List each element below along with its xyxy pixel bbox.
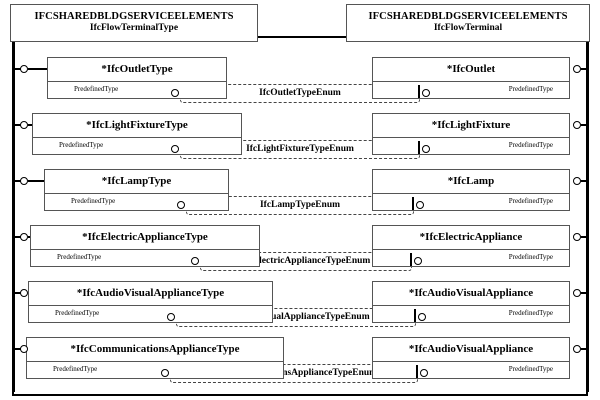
connector-stub-left	[14, 292, 21, 294]
occurrence-class-attribute: PredefinedType	[372, 82, 570, 99]
enum-endpoint-right	[422, 145, 430, 153]
type-class-name: *IfcCommunicationsApplianceType	[26, 337, 284, 362]
occurrence-class-name: *IfcAudioVisualAppliance	[372, 281, 570, 306]
connector-stub-left-inner	[28, 68, 47, 70]
connector-stub-left	[14, 124, 21, 126]
association-circle-right	[573, 177, 581, 185]
association-circle-right	[573, 121, 581, 129]
occurrence-class-attribute: PredefinedType	[372, 250, 570, 267]
association-circle-left	[20, 65, 28, 73]
occurrence-class-name: *IfcAudioVisualAppliance	[372, 337, 570, 362]
enum-bracket-tick	[416, 365, 418, 378]
enum-bracket-tick	[418, 85, 420, 98]
connector-stub-right	[581, 292, 587, 294]
occurrence-class-attribute: PredefinedType	[372, 306, 570, 323]
enum-endpoint-right	[422, 89, 430, 97]
enum-endpoint-left	[167, 313, 175, 321]
enum-endpoint-right	[414, 257, 422, 265]
enum-bracket-tick	[410, 253, 412, 266]
enum-endpoint-left	[161, 369, 169, 377]
schema-box-left: IFCSHAREDBLDGSERVICEELEMENTS IfcFlowTerm…	[10, 4, 258, 42]
type-class-attribute: PredefinedType	[28, 306, 273, 323]
association-circle-right	[573, 65, 581, 73]
connector-stub-left	[14, 180, 21, 182]
occurrence-class-name: *IfcLamp	[372, 169, 570, 194]
occurrence-class-name: *IfcLightFixture	[372, 113, 570, 138]
enum-endpoint-left	[171, 89, 179, 97]
type-class-attribute: PredefinedType	[26, 362, 284, 379]
schema-right-entity: IfcFlowTerminal	[433, 23, 503, 34]
connector-stub-right	[581, 180, 587, 182]
type-class-name: *IfcOutletType	[47, 57, 227, 82]
connector-stub-right	[581, 68, 587, 70]
association-circle-left	[20, 177, 28, 185]
enum-endpoint-right	[418, 313, 426, 321]
enum-endpoint-right	[416, 201, 424, 209]
association-circle-left	[20, 121, 28, 129]
trunk-line-left	[13, 40, 15, 392]
trunk-line-right	[587, 40, 589, 392]
connector-stub-left-inner	[28, 236, 30, 238]
enum-bracket-tick	[412, 197, 414, 210]
occurrence-class-attribute: PredefinedType	[372, 362, 570, 379]
type-class-attribute: PredefinedType	[30, 250, 260, 267]
enum-endpoint-left	[177, 201, 185, 209]
connector-stub-left	[14, 68, 21, 70]
association-circle-right	[573, 233, 581, 241]
schema-left-entity: IfcFlowTerminalType	[89, 23, 179, 34]
association-circle-right	[573, 289, 581, 297]
occurrence-class-attribute: PredefinedType	[372, 138, 570, 155]
schema-left-name: IFCSHAREDBLDGSERVICEELEMENTS	[34, 11, 234, 22]
type-class-name: *IfcLampType	[44, 169, 229, 194]
type-class-name: *IfcLightFixtureType	[32, 113, 242, 138]
enum-endpoint-left	[171, 145, 179, 153]
occurrence-class-name: *IfcOutlet	[372, 57, 570, 82]
type-class-attribute: PredefinedType	[47, 82, 227, 99]
enum-endpoint-left	[191, 257, 199, 265]
type-class-attribute: PredefinedType	[32, 138, 242, 155]
type-class-attribute: PredefinedType	[44, 194, 229, 211]
connector-stub-left-inner	[28, 180, 44, 182]
occurrence-class-name: *IfcElectricAppliance	[372, 225, 570, 250]
occurrence-class-attribute: PredefinedType	[372, 194, 570, 211]
connector-stub-right	[581, 348, 587, 350]
type-class-name: *IfcElectricApplianceType	[30, 225, 260, 250]
schema-right-name: IFCSHAREDBLDGSERVICEELEMENTS	[368, 11, 568, 22]
connector-stub-right	[581, 124, 587, 126]
association-circle-right	[573, 345, 581, 353]
enum-bracket-tick	[414, 309, 416, 322]
connector-stub-left	[14, 236, 21, 238]
association-circle-left	[20, 233, 28, 241]
connector-stub-right	[581, 236, 587, 238]
enum-endpoint-right	[420, 369, 428, 377]
association-circle-left	[20, 289, 28, 297]
association-circle-left	[20, 345, 28, 353]
connector-stub-left-inner	[28, 124, 32, 126]
schema-box-right: IFCSHAREDBLDGSERVICEELEMENTS IfcFlowTerm…	[346, 4, 590, 42]
enum-bracket-tick	[418, 141, 420, 154]
type-class-name: *IfcAudioVisualApplianceType	[28, 281, 273, 306]
connector-stub-left	[14, 348, 21, 350]
